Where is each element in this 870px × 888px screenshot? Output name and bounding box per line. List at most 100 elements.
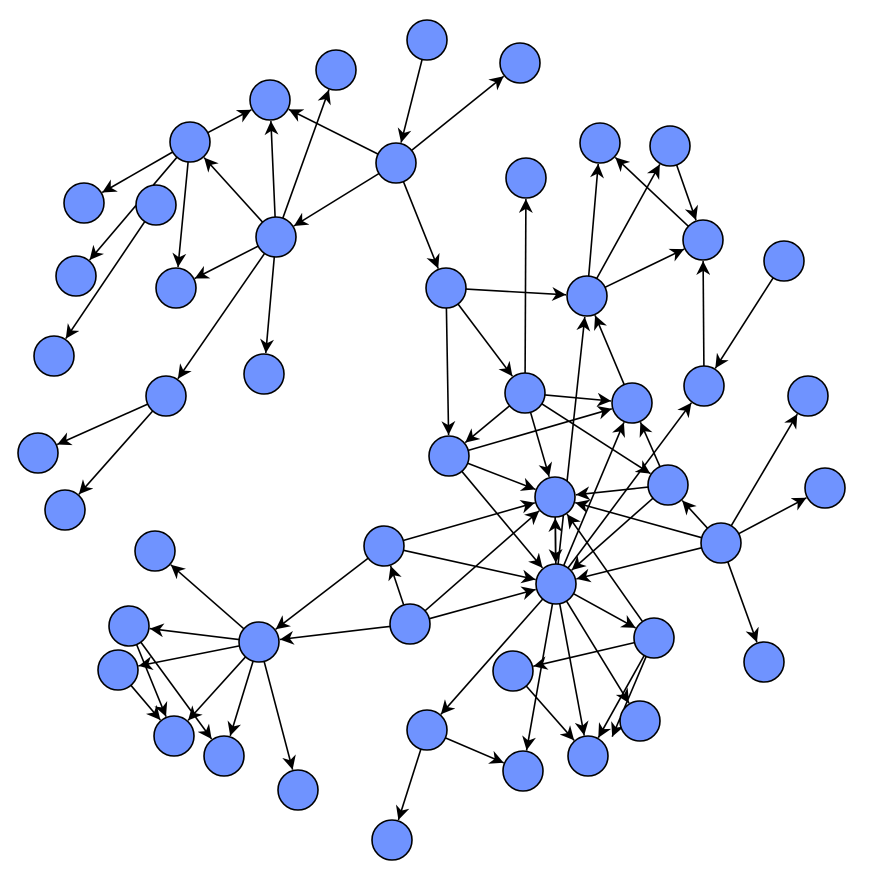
graph-node <box>155 267 197 309</box>
graph-edge <box>573 592 636 629</box>
graph-edge <box>140 641 213 740</box>
graph-node <box>425 267 467 309</box>
graph-edge <box>440 598 544 715</box>
graph-edge <box>260 256 276 354</box>
graph-edge <box>544 392 612 407</box>
graph-node <box>375 142 417 184</box>
graph-node <box>700 522 742 564</box>
graph-node <box>277 769 319 811</box>
graph-edge <box>293 172 380 227</box>
graph-edge <box>403 549 536 584</box>
graph-edge <box>149 623 240 641</box>
graph-node <box>389 603 431 645</box>
graph-edge <box>574 499 702 539</box>
graph-edge <box>730 413 798 527</box>
graph-node <box>63 182 105 224</box>
graph-edge <box>402 181 440 269</box>
graph-node <box>363 525 405 567</box>
graph-node <box>647 464 689 506</box>
graph-node <box>535 563 577 605</box>
graph-edge <box>604 248 685 289</box>
graph-node <box>787 375 829 417</box>
graph-node <box>579 122 621 164</box>
graph-edge <box>78 410 154 495</box>
graph-node <box>169 121 211 163</box>
graph-edge <box>207 109 252 134</box>
graph-edge <box>595 164 661 279</box>
graph-edge <box>65 221 146 340</box>
graph-edge <box>522 603 554 751</box>
graph-node <box>649 125 691 167</box>
graph-node <box>566 275 608 317</box>
graph-node <box>492 650 534 692</box>
graph-node <box>44 489 86 531</box>
graph-edge <box>696 260 711 367</box>
graph-edge <box>567 402 693 569</box>
graph-edge <box>388 565 405 606</box>
graph-edge <box>467 462 536 491</box>
graph-edge <box>738 497 807 535</box>
graph-edge <box>557 316 591 565</box>
graph-node <box>153 715 195 757</box>
graph-edge <box>533 641 635 670</box>
graph-edge <box>639 421 661 468</box>
graph-node <box>502 750 544 792</box>
graph-edge <box>461 470 544 569</box>
graph-node <box>804 467 846 509</box>
graph-node <box>428 435 470 477</box>
graph-edge <box>203 157 264 223</box>
graph-edge <box>576 547 702 583</box>
graph-edge <box>562 422 625 566</box>
graph-node <box>255 216 297 258</box>
graph-node <box>743 641 785 683</box>
graph-edge <box>675 164 698 221</box>
graph-edge <box>441 307 456 436</box>
graph-node <box>135 184 177 226</box>
graph-node <box>633 617 675 659</box>
graph-edge <box>681 499 709 529</box>
graph-edge <box>548 516 563 564</box>
graph-edge <box>457 303 514 377</box>
graph-edge <box>611 656 647 738</box>
graph-edge <box>194 245 259 280</box>
graph-edge <box>614 156 689 227</box>
graph-edge <box>518 198 533 374</box>
graph-node <box>371 819 413 861</box>
graph-edge <box>525 685 575 741</box>
graph-node <box>203 735 245 777</box>
graph-node <box>567 735 609 777</box>
graph-edge <box>177 252 266 380</box>
graph-edge <box>411 75 505 152</box>
graph-edge <box>56 403 149 446</box>
graph-edge <box>714 277 774 369</box>
graph-edge <box>130 684 162 721</box>
graph-node <box>611 382 653 424</box>
graph-edge <box>464 405 511 444</box>
graph-node <box>108 605 150 647</box>
graph-edge <box>571 497 654 571</box>
graph-edge <box>263 661 296 770</box>
graph-edge <box>227 660 254 737</box>
graph-edge <box>424 510 540 612</box>
graph-node <box>55 255 97 297</box>
graph-edge <box>279 625 391 645</box>
graph-edge <box>172 161 189 268</box>
graph-node <box>238 621 280 663</box>
graph-edge <box>727 561 759 643</box>
graph-node <box>683 365 725 407</box>
graph-edge <box>529 411 553 478</box>
graph-edge <box>88 156 178 261</box>
graph-node <box>505 157 547 199</box>
graph-node <box>499 42 541 84</box>
graph-edge <box>275 557 369 630</box>
graph-edge <box>264 120 279 218</box>
graph-node <box>682 219 724 261</box>
graph-edge <box>282 89 331 219</box>
graph-edge <box>429 586 536 620</box>
graph-edge <box>101 151 174 194</box>
graph-node <box>315 49 357 91</box>
graph-edge <box>565 600 630 704</box>
graph-node <box>134 530 176 572</box>
graph-edge <box>541 403 651 475</box>
